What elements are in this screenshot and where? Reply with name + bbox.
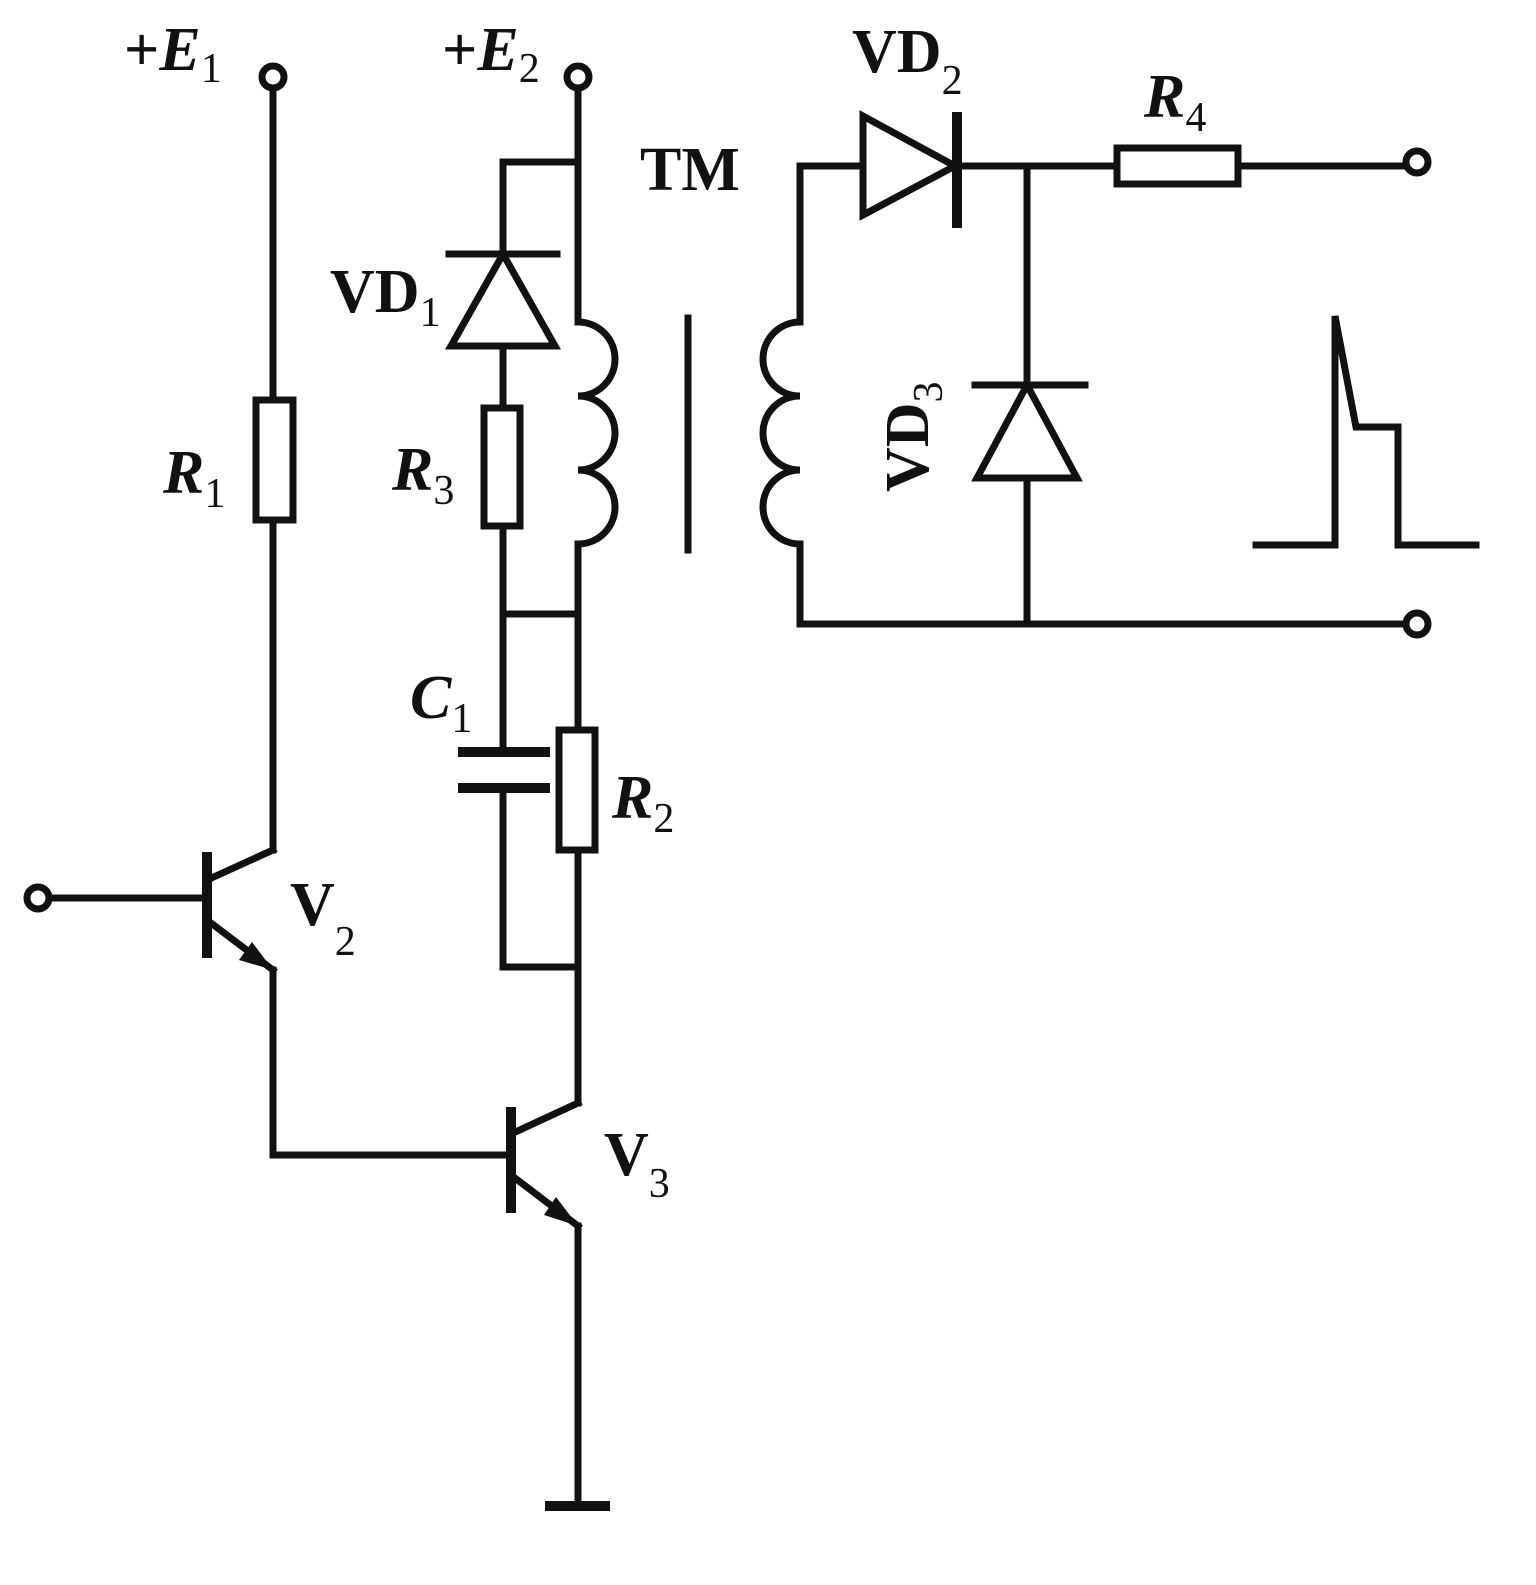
vd2-triangle: [859, 110, 963, 221]
resistor-r4: [1113, 144, 1242, 188]
vd1-triangle: [445, 246, 561, 350]
v2-collector: [202, 845, 278, 885]
vd1-label: VD1: [330, 258, 441, 336]
diode-vd2: [859, 110, 963, 228]
wire-e2-vd1: [499, 158, 582, 258]
wire-secondary-top: [796, 162, 867, 326]
v3-collector: [506, 1098, 583, 1139]
output-pulse-waveform-icon: [1252, 315, 1480, 549]
wire-c1-bottom: [499, 785, 582, 971]
transformer-primary-coil: [574, 318, 619, 548]
vd3-triangle: [971, 377, 1083, 482]
r3-label: R3: [391, 436, 454, 514]
transistor-v3: [506, 1098, 583, 1231]
capacitor-c1: [458, 747, 550, 793]
e1-label: +E1: [124, 16, 222, 92]
resistor-r2: [555, 726, 599, 854]
transistor-v2: [23, 845, 278, 975]
tm-label: TM: [640, 136, 740, 204]
r1-label: R1: [162, 439, 225, 517]
vd3-label: VD3: [874, 381, 952, 492]
diode-vd3: [971, 377, 1089, 482]
r2-label: R2: [611, 764, 674, 842]
wire-secondary-bottom: [796, 540, 1410, 628]
transformer-secondary-coil: [759, 318, 804, 548]
v2-label: V2: [290, 871, 356, 965]
v3-emitter-arrow-icon: [544, 1197, 578, 1226]
supply-e2: +E2: [442, 16, 593, 92]
output-terminal-bottom[interactable]: [1402, 609, 1432, 639]
diode-vd1: [445, 246, 561, 350]
c1-label: C1: [410, 664, 472, 742]
v3-label: V3: [604, 1121, 670, 1207]
vd2-label: VD2: [852, 18, 963, 104]
r4-label: R4: [1143, 63, 1206, 141]
output-terminal-top[interactable]: [1402, 147, 1432, 177]
e2-label: +E2: [442, 16, 540, 92]
wire-v2-emitter-v3-base: [269, 966, 511, 1159]
resistor-r1: [252, 396, 297, 524]
resistor-r3: [480, 404, 524, 530]
wire-r3-node: [499, 522, 582, 618]
v2-emitter-arrow-icon: [239, 942, 273, 970]
supply-e1: +E1: [124, 16, 288, 92]
